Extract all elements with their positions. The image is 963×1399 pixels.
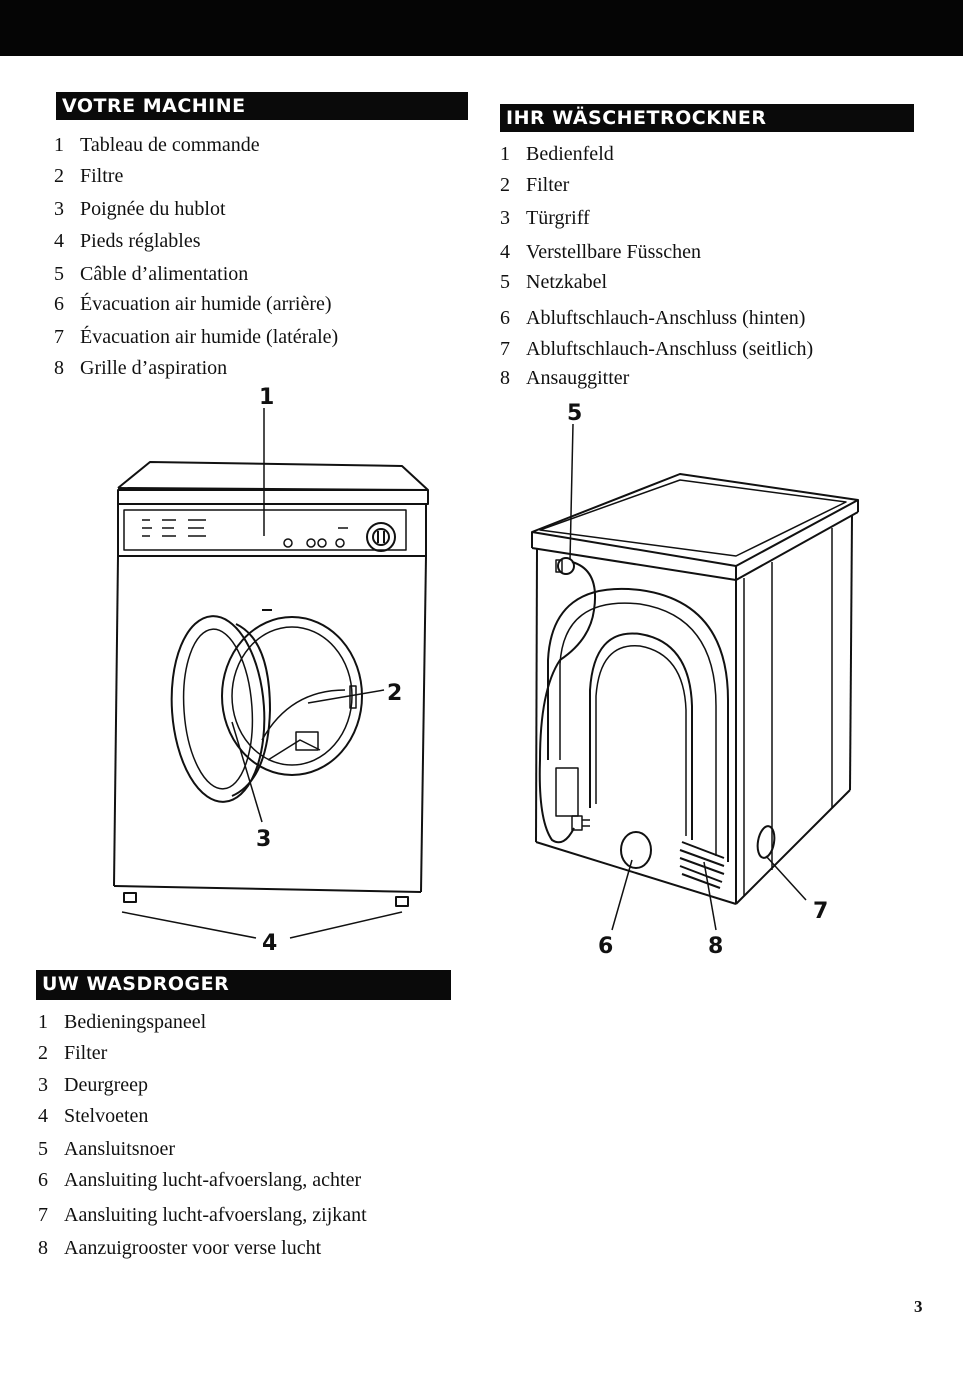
- page-number: 3: [914, 1297, 923, 1316]
- callout-8: 8: [708, 934, 723, 959]
- heading-votre-machine: VOTRE MACHINE: [56, 92, 468, 120]
- callout-6: 6: [598, 934, 613, 959]
- callout-2: 2: [387, 681, 402, 706]
- callout-7: 7: [813, 899, 828, 924]
- callout-3: 3: [256, 827, 271, 852]
- top-black-bar: [0, 0, 963, 56]
- callout-5: 5: [567, 401, 582, 426]
- callout-4: 4: [262, 931, 277, 956]
- heading-uw-wasdroger: UW WASDROGER: [36, 970, 451, 1000]
- callout-1: 1: [259, 385, 274, 410]
- heading-ihr-waeschetrockner: IHR WÄSCHETROCKNER: [500, 104, 914, 132]
